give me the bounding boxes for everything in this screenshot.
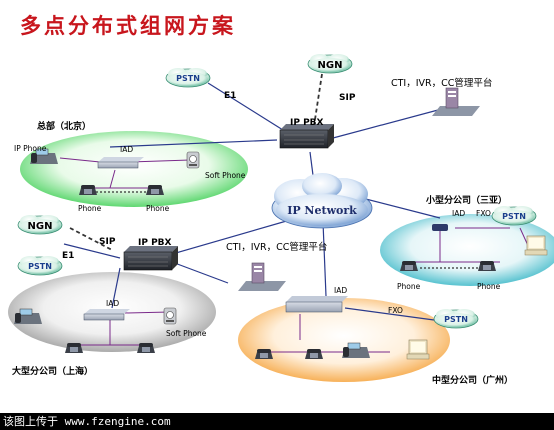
iad-label-hq: IAD bbox=[120, 145, 133, 154]
ip-network-label: IP Network bbox=[287, 204, 357, 217]
small-branch-area bbox=[380, 214, 554, 286]
medium-site-label: 中型分公司（广州） bbox=[432, 374, 513, 386]
iad-label-large: IAD bbox=[106, 299, 119, 308]
network-diagram: 多点分布式组网方案 bbox=[8, 13, 554, 386]
hq-site-label: 总部（北京） bbox=[37, 120, 91, 132]
phone-label-small-1: Phone bbox=[397, 282, 421, 291]
soft-phone-hq bbox=[186, 151, 200, 169]
small-site-label: 小型分公司（三亚） bbox=[425, 194, 507, 206]
cti-server-hq bbox=[431, 87, 481, 117]
iad-small bbox=[432, 224, 448, 231]
soft-phone-label-large: Soft Phone bbox=[166, 329, 207, 338]
fxo-label-medium: FXO bbox=[388, 306, 403, 315]
iad-large bbox=[83, 308, 131, 321]
phone-hq-1 bbox=[79, 185, 97, 195]
pstn-cloud-small: PSTN bbox=[491, 205, 537, 226]
ip-pbx-label-hq: IP PBX bbox=[290, 118, 324, 128]
iad-label-small: IAD bbox=[452, 209, 465, 218]
phone-small-2 bbox=[478, 261, 496, 271]
svg-text:PSTN: PSTN bbox=[28, 262, 52, 271]
medium-branch-area bbox=[238, 298, 450, 382]
ip-pbx-large bbox=[123, 245, 179, 271]
large-site-label: 大型分公司（上海） bbox=[12, 365, 93, 377]
soft-phone-label-hq: Soft Phone bbox=[205, 171, 246, 180]
cti-server-large bbox=[237, 262, 287, 292]
sip-label-hq: SIP bbox=[339, 93, 356, 103]
phone-dotted-links bbox=[96, 191, 480, 269]
soft-phone-large bbox=[163, 307, 177, 325]
svg-text:PSTN: PSTN bbox=[176, 74, 200, 83]
e1-label-hq: E1 bbox=[224, 91, 236, 101]
iad-label-medium: IAD bbox=[334, 286, 347, 295]
ip-network-cloud: IP Network bbox=[271, 173, 373, 229]
phone-medium-2 bbox=[305, 349, 323, 359]
phone-medium-1 bbox=[255, 349, 273, 359]
pstn-cloud-large: PSTN bbox=[17, 255, 63, 276]
ip-phone-label-hq: IP Phone bbox=[14, 144, 47, 153]
svg-text:NGN: NGN bbox=[318, 60, 343, 71]
phone-large-1 bbox=[65, 343, 83, 353]
pstn-cloud-hq: PSTN bbox=[165, 67, 211, 88]
phone-small-1 bbox=[400, 261, 418, 271]
sip-label-large: SIP bbox=[99, 237, 116, 247]
hq-site-area bbox=[20, 131, 248, 207]
phone-hq-2 bbox=[146, 185, 164, 195]
iad-hq bbox=[97, 156, 145, 169]
ip-pbx-label-large: IP PBX bbox=[138, 238, 172, 248]
phone-label-small-2: Phone bbox=[477, 282, 501, 291]
phone-label-hq-1: Phone bbox=[78, 204, 102, 213]
svg-text:PSTN: PSTN bbox=[444, 315, 468, 324]
fxo-label-small: FXO bbox=[476, 209, 491, 218]
ngn-cloud-hq: NGN bbox=[307, 53, 353, 74]
cti-label-hq: CTI，IVR，CC管理平台 bbox=[391, 77, 492, 89]
pc-small bbox=[524, 235, 548, 256]
phone-large-2 bbox=[137, 343, 155, 353]
e1-label-large: E1 bbox=[62, 251, 74, 261]
svg-text:NGN: NGN bbox=[28, 221, 53, 232]
pc-medium bbox=[406, 339, 430, 360]
footer-watermark: 该图上传于 www.fzengine.com bbox=[0, 413, 554, 430]
ngn-cloud-large: NGN bbox=[17, 214, 63, 235]
svg-text:PSTN: PSTN bbox=[502, 212, 526, 221]
cti-label-large: CTI，IVR，CC管理平台 bbox=[226, 241, 327, 253]
page-title: 多点分布式组网方案 bbox=[20, 13, 236, 38]
iad-medium bbox=[285, 296, 348, 313]
sip-links bbox=[69, 73, 323, 251]
phone-label-hq-2: Phone bbox=[146, 204, 170, 213]
pstn-cloud-medium: PSTN bbox=[433, 308, 479, 329]
